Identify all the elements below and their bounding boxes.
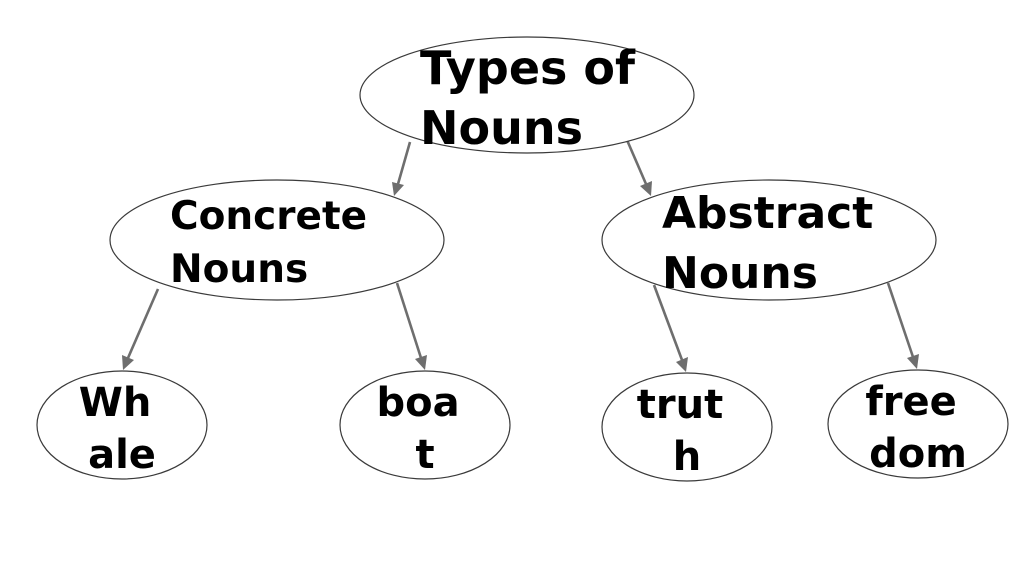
arrowhead-concrete-whale xyxy=(122,355,134,370)
node-freedom-line-1: free xyxy=(865,379,956,425)
node-boat-ellipse xyxy=(339,370,511,480)
node-abstract-ellipse xyxy=(601,179,937,301)
node-boat-line-1: boa xyxy=(376,380,459,426)
node-truth-line-2: h xyxy=(673,434,701,480)
edges xyxy=(122,139,919,372)
node-truth-line-1: trut xyxy=(637,382,723,428)
node-whale-label: Wh ale xyxy=(79,380,166,478)
node-freedom: free dom xyxy=(827,369,1009,479)
node-root-line-1: Types of xyxy=(420,41,636,95)
node-whale-line-2: ale xyxy=(88,432,156,478)
node-root-label: Types of Nouns xyxy=(420,41,651,155)
node-truth-label: trut h xyxy=(637,382,737,480)
arrowhead-root-abstract xyxy=(640,181,652,196)
node-freedom-ellipse xyxy=(827,369,1009,479)
node-abstract-line-1: Abstract xyxy=(662,188,873,239)
arrowhead-concrete-boat xyxy=(415,355,427,370)
edge-concrete-whale xyxy=(126,288,160,359)
node-abstract-line-2: Nouns xyxy=(662,248,818,299)
node-root-ellipse xyxy=(359,36,695,154)
edge-abstract-freedom xyxy=(886,282,915,358)
node-truth-ellipse xyxy=(601,372,773,482)
arrowhead-abstract-truth xyxy=(676,357,688,372)
node-concrete-label: Concrete Nouns xyxy=(170,194,381,292)
node-freedom-line-2: dom xyxy=(869,431,967,477)
node-concrete-line-2: Nouns xyxy=(170,247,308,292)
node-freedom-label: free dom xyxy=(865,379,970,477)
node-boat-line-2: t xyxy=(415,432,434,478)
node-whale-line-1: Wh xyxy=(79,380,152,426)
arrowhead-root-concrete xyxy=(392,182,404,196)
edge-concrete-boat xyxy=(395,282,423,359)
node-abstract: Abstract Nouns xyxy=(601,179,937,301)
node-concrete-line-1: Concrete xyxy=(170,194,367,239)
arrowhead-abstract-freedom xyxy=(907,354,919,369)
node-abstract-label: Abstract Nouns xyxy=(662,188,889,299)
node-root-line-2: Nouns xyxy=(420,101,583,155)
node-boat-label: boa t xyxy=(376,380,473,478)
node-whale: Wh ale xyxy=(36,370,208,480)
node-root: Types of Nouns xyxy=(359,36,695,155)
node-whale-ellipse xyxy=(36,370,208,480)
node-concrete: Concrete Nouns xyxy=(109,179,445,301)
edge-abstract-truth xyxy=(652,284,684,361)
node-concrete-ellipse xyxy=(109,179,445,301)
node-boat: boa t xyxy=(339,370,511,480)
edge-root-concrete xyxy=(396,141,412,185)
edge-root-abstract xyxy=(625,139,648,185)
node-truth: trut h xyxy=(601,372,773,482)
